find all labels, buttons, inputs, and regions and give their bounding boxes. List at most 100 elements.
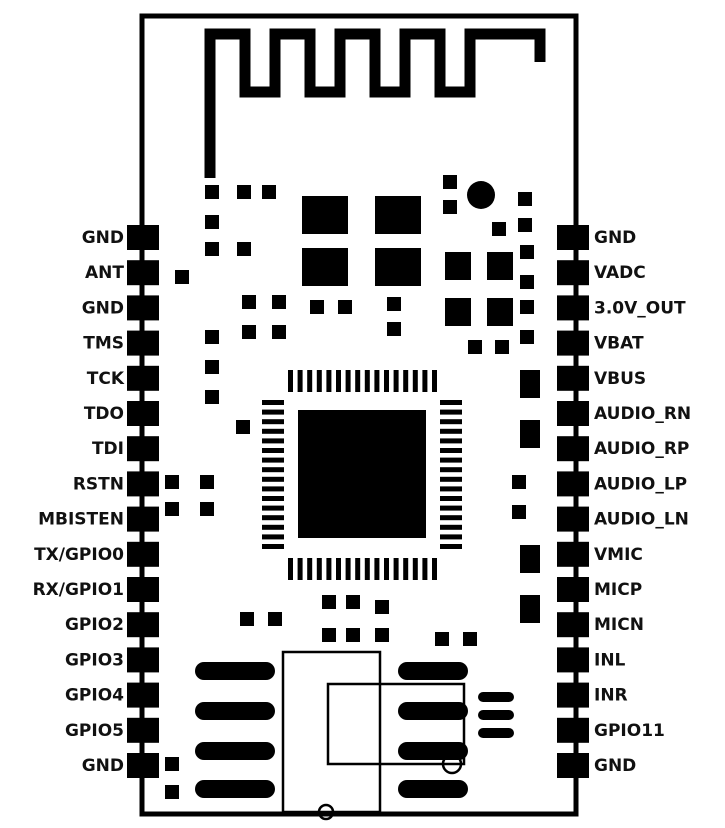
right-pin-label: AUDIO_LP [594,474,687,494]
left-pin-pad [127,365,159,391]
left-pin-label: ANT [85,263,124,283]
right-pin-pad [557,365,589,391]
left-pin-pad [127,506,159,532]
right-pin-label: 3.0V_OUT [594,298,686,318]
chip-lead [307,370,313,392]
chip-lead [412,370,418,392]
pin1-marker [317,803,335,821]
chip-lead [432,558,437,580]
left-pin-pad [127,401,159,426]
left-pin-label: MBISTEN [38,510,124,530]
left-pin-pad [127,436,159,462]
right-pin-label: GND [594,228,636,248]
left-pin-label: RX/GPIO1 [33,580,124,600]
chip-lead [374,558,380,580]
component-outline [281,650,382,814]
chip-lead [262,457,284,463]
chip-lead [412,558,418,580]
chip-lead [326,558,332,580]
right-pin-pad [557,330,589,356]
right-pin-label: AUDIO_RP [594,439,689,459]
chip-lead [262,496,284,501]
chip-lead [440,400,462,405]
left-pin-label: TX/GPIO0 [34,545,124,565]
chip-lead [262,448,284,453]
chip-lead [355,558,361,580]
left-pin-pad [127,330,159,356]
right-pin-pad [557,260,589,286]
pin-group: GNDANTGNDTMSTCKTDOTDIRSTNMBISTENTX/GPIO0… [33,225,691,778]
chip-lead [440,409,462,415]
chip-lead [262,505,284,511]
chip-lead [288,370,293,392]
chip-lead [384,370,389,392]
right-pin-label: GND [594,756,636,776]
right-pin-pad [557,471,589,497]
chip-lead [393,370,399,392]
left-pin-pad [127,612,159,638]
left-pin-label: GND [82,298,124,318]
right-pin-pad [557,647,589,673]
right-pin-label: AUDIO_LN [594,510,689,530]
right-pin-pad [557,506,589,532]
right-pin-label: AUDIO_RN [594,404,691,424]
right-pin-pad [557,717,589,743]
passive-components [165,175,540,799]
left-pin-label: TDO [84,404,124,424]
left-pin-label: GPIO2 [65,615,124,635]
chip-lead [297,558,303,580]
chip-lead [262,524,284,530]
chip-lead [364,558,370,580]
chip-lead [440,438,462,444]
chip-lead [262,476,284,482]
chip-lead [288,558,293,580]
chip-lead [262,409,284,415]
chip-lead [422,370,428,392]
qfn-ic-chip [262,370,462,580]
right-pin-label: MICN [594,615,644,635]
left-pin-label: TCK [87,369,125,389]
left-pin-label: GND [82,228,124,248]
chip-lead [262,486,284,492]
chip-lead [326,370,332,392]
chip-lead [262,515,284,521]
left-pin-pad [127,295,159,321]
left-pin-pad [127,753,159,778]
chip-lead [316,558,322,580]
left-pin-pad [127,647,159,673]
chip-lead [440,419,462,425]
right-pin-label: MICP [594,580,642,600]
chip-lead [316,370,322,392]
left-pin-pad [127,471,159,497]
chip-lead [374,370,380,392]
pcb-antenna-trace [204,28,546,178]
chip-lead [422,558,428,580]
chip-lead [307,558,313,580]
chip-lead [345,558,351,580]
chip-lead [262,419,284,425]
left-pin-label: GND [82,756,124,776]
chip-lead [262,438,284,444]
chip-lead [384,558,389,580]
left-pin-label: TMS [83,334,124,354]
chip-lead [440,448,462,453]
right-pin-label: GPIO11 [594,721,665,741]
right-pin-label: VMIC [594,545,643,565]
chip-lead [440,467,462,473]
chip-lead [432,370,437,392]
chip-lead [355,370,361,392]
right-pin-pad [557,541,589,567]
chip-lead [336,370,341,392]
chip-lead [393,558,399,580]
chip-lead [403,558,409,580]
chip-lead [440,515,462,521]
left-pin-pad [127,225,159,250]
chip-lead [440,534,462,540]
right-pin-pad [557,753,589,778]
right-pin-label: VADC [594,263,646,283]
chip-lead [345,370,351,392]
chip-lead [440,428,462,434]
chip-lead [440,476,462,482]
right-pin-pad [557,401,589,426]
